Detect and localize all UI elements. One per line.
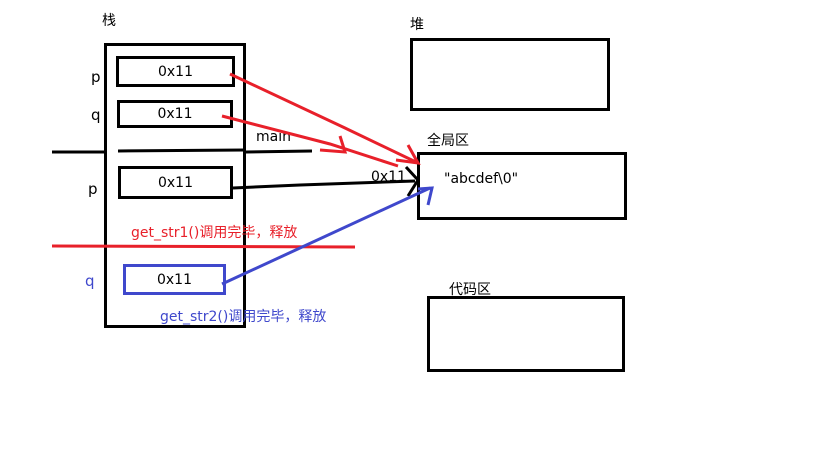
str2-q-pointer-arrow bbox=[221, 186, 431, 286]
main-var-q-value: 0x11 bbox=[157, 106, 193, 122]
main-q-arrowhead-icon bbox=[319, 135, 348, 154]
heap-box bbox=[410, 38, 610, 111]
main-var-p-cell: 0x11 bbox=[116, 56, 235, 87]
str1-divider bbox=[51, 244, 356, 249]
str2-var-q-name: q bbox=[85, 272, 95, 290]
stack-box bbox=[104, 43, 246, 328]
code-box bbox=[427, 296, 625, 372]
global-label: 全局区 bbox=[427, 133, 469, 149]
str1-var-p-value: 0x11 bbox=[157, 174, 193, 191]
main-var-q-name: q bbox=[91, 106, 101, 124]
str2-var-q-cell: 0x11 bbox=[123, 264, 226, 295]
main-var-q-cell: 0x11 bbox=[117, 100, 233, 128]
code-label: 代码区 bbox=[449, 282, 491, 298]
str1-release-note: get_str1()调用完毕，释放 bbox=[131, 225, 298, 241]
stack-label: 栈 bbox=[102, 13, 116, 29]
main-p-arrowhead-icon bbox=[395, 144, 421, 165]
str1-var-p-cell: 0x11 bbox=[118, 166, 233, 199]
str2-release-note: get_str2()调用完毕，释放 bbox=[160, 309, 327, 325]
main-var-p-value: 0x11 bbox=[157, 63, 193, 80]
str1-p-pointer-arrow bbox=[232, 179, 416, 190]
main-var-p-name: p bbox=[91, 68, 101, 86]
heap-label: 堆 bbox=[410, 17, 424, 33]
global-string-literal: "abcdef\0" bbox=[444, 171, 519, 187]
str2-q-arrowhead-icon bbox=[417, 186, 434, 206]
main-divider-right bbox=[245, 149, 313, 154]
str1-var-p-name: p bbox=[88, 180, 98, 198]
str2-var-q-value: 0x11 bbox=[156, 271, 192, 288]
str1-p-arrowhead-icon bbox=[404, 165, 420, 197]
main-p-pointer-arrow bbox=[229, 72, 419, 165]
global-box: "abcdef\0" bbox=[417, 152, 627, 220]
main-divider-inner bbox=[117, 148, 246, 153]
main-q-pointer-arrow bbox=[221, 114, 399, 168]
